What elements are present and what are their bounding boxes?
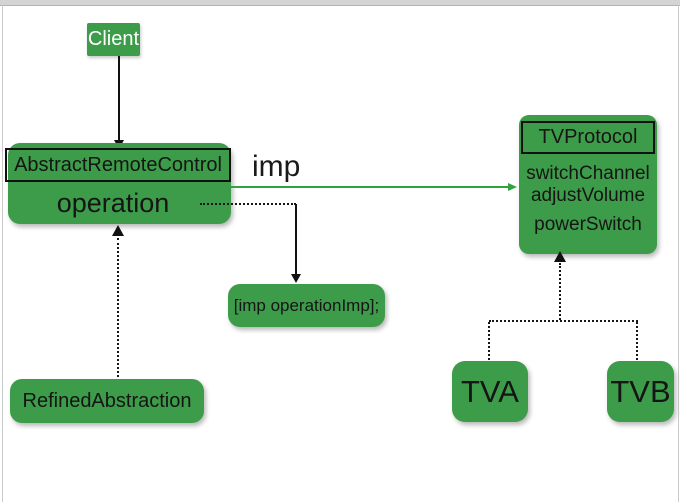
refined-inherit-arrowhead bbox=[112, 225, 124, 236]
tvprotocol-inherit-arrowhead bbox=[554, 251, 566, 262]
refined-inherit-dotted-line bbox=[117, 238, 119, 377]
tvprotocol-title: TVProtocol bbox=[521, 121, 655, 154]
inherit-center-dotted-line bbox=[559, 263, 561, 320]
imp-connector-label: imp bbox=[252, 150, 301, 183]
client-node: Client bbox=[87, 23, 140, 56]
abstract-remote-control-title: AbstractRemoteControl bbox=[5, 148, 231, 182]
page-right-border bbox=[678, 5, 679, 502]
tvprotocol-methods: switchChannel adjustVolume powerSwitch bbox=[519, 163, 657, 236]
impl-statement-label: [imp operationImp]; bbox=[233, 295, 380, 315]
tvb-label: TVB bbox=[610, 373, 671, 409]
imp-connector-line bbox=[231, 186, 509, 188]
operation-dotted-line bbox=[200, 203, 296, 205]
tvb-node: TVB bbox=[607, 361, 674, 422]
tvprotocol-label: TVProtocol bbox=[538, 126, 638, 148]
tvprotocol-node bbox=[519, 115, 657, 254]
tva-dotted-line bbox=[488, 322, 490, 360]
abstract-remote-control-label: AbstractRemoteControl bbox=[14, 153, 222, 176]
client-arrow-line bbox=[118, 56, 120, 141]
inherit-horizontal-dotted-line bbox=[489, 320, 638, 322]
method-switchchannel: switchChannel bbox=[526, 163, 650, 184]
tva-label: TVA bbox=[461, 373, 519, 409]
page-left-border bbox=[2, 5, 3, 502]
tvb-dotted-line bbox=[636, 322, 638, 360]
client-label: Client bbox=[87, 28, 140, 50]
tva-node: TVA bbox=[452, 361, 528, 422]
operation-label: operation bbox=[56, 188, 170, 218]
method-powerswitch: powerSwitch bbox=[534, 214, 642, 235]
operation-impl-arrow-line bbox=[295, 204, 297, 275]
window-top-bar bbox=[0, 0, 680, 6]
imp-connector-arrowhead bbox=[508, 183, 517, 191]
refined-abstraction-label: RefinedAbstraction bbox=[22, 389, 192, 412]
method-adjustvolume: adjustVolume bbox=[530, 185, 646, 206]
impl-statement-node: [imp operationImp]; bbox=[228, 284, 385, 327]
operation-impl-arrowhead bbox=[291, 274, 301, 283]
refined-abstraction-node: RefinedAbstraction bbox=[10, 379, 204, 423]
abstract-remote-control-node bbox=[8, 143, 231, 224]
